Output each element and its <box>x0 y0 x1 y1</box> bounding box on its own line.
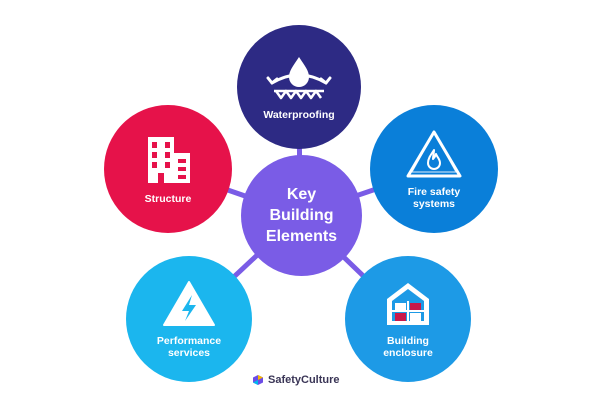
node-label-waterproofing: Waterproofing <box>263 109 335 121</box>
node-label-building-enclosure: Building enclosure <box>383 335 433 359</box>
center-node: Key Building Elements <box>241 155 362 276</box>
node-label-fire-safety: Fire safety systems <box>407 186 461 210</box>
node-building-enclosure: Building enclosure <box>345 256 471 382</box>
node-label-structure: Structure <box>144 193 192 205</box>
safetyculture-logo-icon <box>253 375 263 385</box>
brand-footer: SafetyCulture <box>252 374 340 386</box>
center-label: Key Building Elements <box>265 186 338 245</box>
node-fire-safety: Fire safety systems <box>370 105 498 233</box>
electricity-warning-icon <box>163 281 215 326</box>
building-icon <box>148 137 190 183</box>
node-structure: Structure <box>104 105 232 233</box>
fire-warning-icon <box>406 130 462 178</box>
brand-name: SafetyCulture <box>268 374 340 386</box>
node-performance-services: Performance services <box>126 256 252 382</box>
node-label-performance-services: Performance services <box>156 335 222 359</box>
water-drop-icon <box>266 57 332 100</box>
house-cross-section-icon <box>387 283 429 325</box>
node-waterproofing: Waterproofing <box>237 25 361 149</box>
